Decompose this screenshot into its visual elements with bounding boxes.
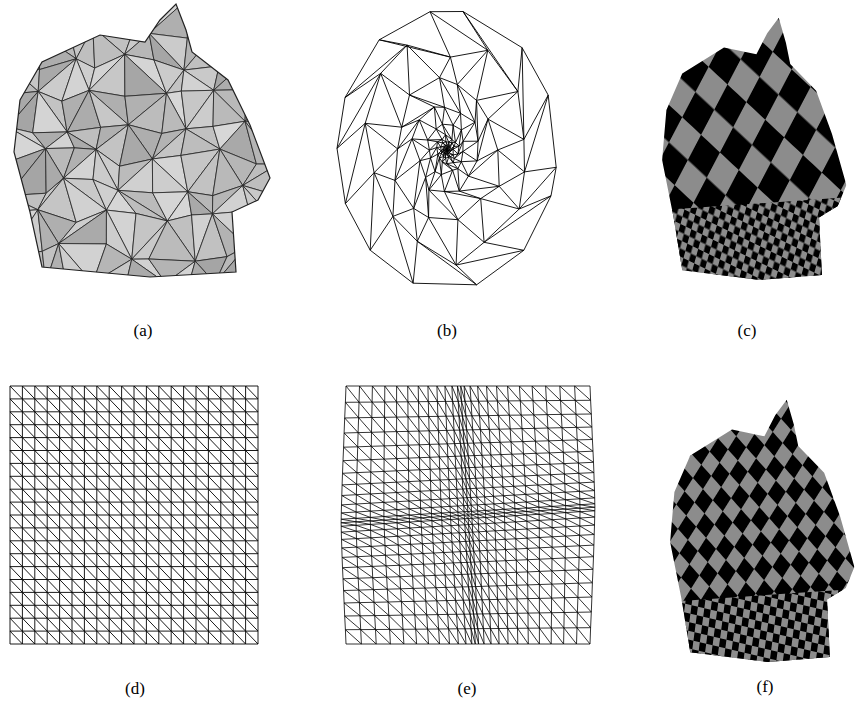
mesh-triangle — [67, 127, 101, 149]
planar-mesh — [337, 12, 556, 285]
mesh-edges — [337, 12, 556, 285]
panel-label: (f) — [757, 678, 774, 695]
mesh-triangle — [188, 192, 213, 215]
mesh-triangle — [246, 225, 278, 256]
mesh-triangle — [28, 0, 76, 33]
mesh-triangle — [166, 261, 195, 283]
mesh-triangle — [224, 0, 253, 38]
mesh-triangle — [149, 221, 195, 261]
mesh-triangle — [8, 64, 38, 94]
mesh-triangle — [8, 33, 39, 64]
mesh-triangle — [214, 53, 256, 91]
mesh-triangle — [245, 121, 278, 164]
mesh-triangle — [212, 214, 246, 257]
textured-cat — [652, 14, 861, 292]
panel-label: (b) — [437, 322, 457, 339]
mesh-triangle — [76, 0, 93, 27]
mesh-triangle — [181, 90, 213, 129]
mesh-triangle — [256, 53, 278, 94]
grid-edges — [10, 386, 258, 644]
mesh-triangle — [154, 60, 184, 93]
mesh-triangle — [189, 261, 215, 283]
grid-edges — [341, 386, 595, 644]
mesh-triangle — [89, 54, 125, 96]
mesh-triangle — [93, 0, 122, 27]
mesh-triangle — [246, 246, 278, 283]
mesh-triangle — [122, 0, 149, 34]
mesh-triangle — [39, 0, 77, 36]
mesh-triangle — [8, 0, 39, 35]
mesh-triangle — [224, 22, 255, 52]
mesh-triangle — [245, 94, 278, 123]
mesh-triangle — [245, 90, 278, 122]
distorted-grid — [341, 386, 595, 644]
mesh-triangle — [93, 0, 132, 34]
mesh-triangle — [8, 149, 46, 196]
mesh-triangle — [149, 0, 189, 38]
mesh-triangle — [8, 210, 42, 256]
panel-label: (a) — [134, 322, 153, 339]
mesh-triangle — [59, 244, 93, 283]
mesh-triangle — [118, 159, 153, 193]
mesh-triangle — [89, 90, 128, 127]
mesh-triangle — [59, 210, 107, 244]
mesh-triangle — [246, 246, 278, 283]
mesh-triangle — [215, 246, 250, 283]
panel-label: (d) — [125, 680, 145, 697]
mesh-triangle — [215, 0, 253, 22]
mesh-triangle — [59, 210, 107, 243]
mesh-triangle — [214, 53, 256, 91]
mesh-triangle — [245, 121, 278, 164]
mesh-triangle — [253, 0, 278, 33]
mesh-triangle — [8, 33, 40, 69]
textured-cat — [660, 396, 861, 674]
mesh-triangle — [93, 259, 132, 283]
panel-label: (e) — [458, 680, 477, 697]
mesh-triangle — [71, 0, 93, 36]
regular-grid — [10, 386, 258, 644]
mesh-triangle — [8, 149, 46, 196]
mesh-triangle — [8, 196, 38, 212]
mesh-triangle — [149, 259, 195, 283]
mesh-triangle — [256, 33, 278, 56]
mesh-triangle — [213, 90, 245, 126]
mesh-triangle — [8, 64, 40, 91]
mesh-triangle — [246, 211, 278, 247]
mesh-triangle — [181, 70, 213, 91]
mesh-triangle — [219, 22, 255, 66]
cat-mesh — [8, 0, 278, 283]
panel-label: (c) — [738, 322, 757, 339]
mesh-triangle — [189, 0, 224, 22]
mesh-triangle — [248, 33, 278, 52]
mesh-triangle — [67, 132, 96, 149]
mesh-triangle — [93, 244, 132, 283]
mesh-triangle — [33, 91, 67, 132]
mesh-triangle — [186, 90, 214, 129]
mesh-triangle — [248, 0, 278, 38]
mesh-triangle — [8, 0, 39, 33]
mesh-triangle — [64, 149, 97, 179]
mesh-triangle — [246, 53, 278, 94]
mesh-triangle — [187, 0, 224, 38]
